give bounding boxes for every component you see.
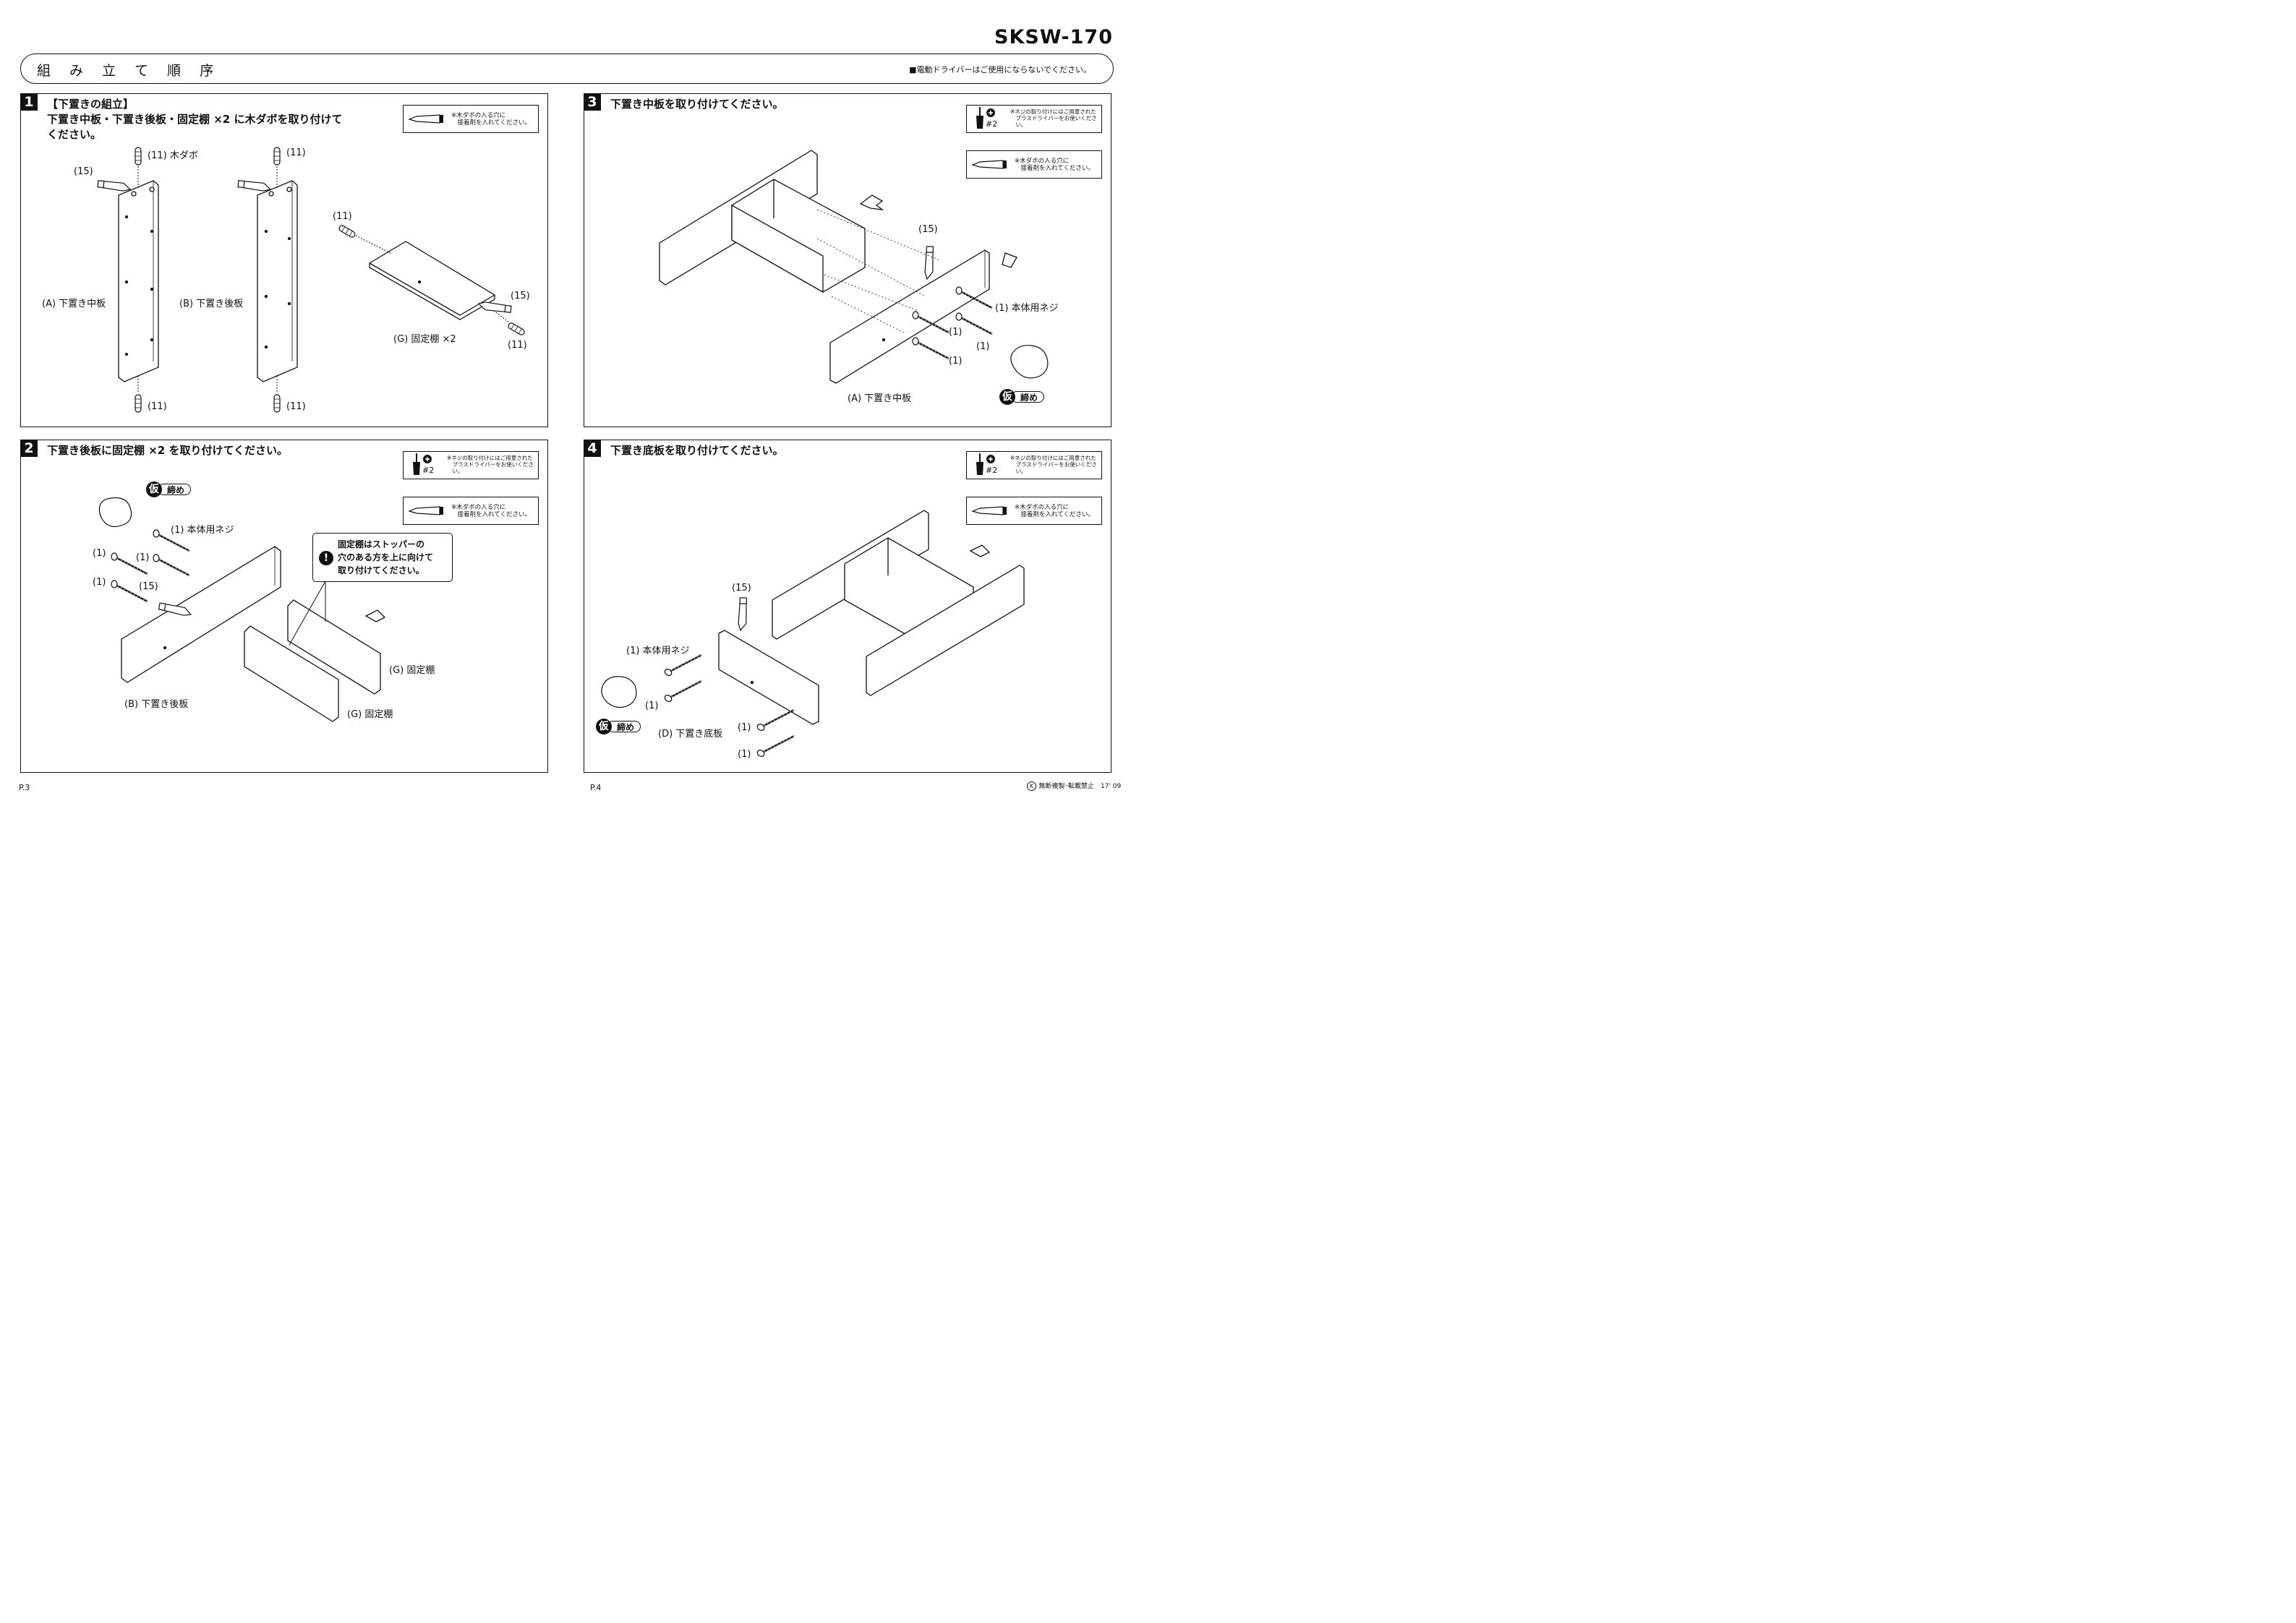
section-title: 組 み 立 て 順 序 [37,63,221,79]
screwdriver-note-box: #2 ※ネジの取り付けにはご用意された プラスドライバーをお使いくださ い。 [966,451,1102,479]
karijime-text: 締め [158,484,191,495]
driver-size: #2 [986,119,998,129]
step-number: 2 [20,440,38,457]
dowel-label: (11) [286,147,306,158]
glue-note-box: ※木ダボの入る穴に 接着剤を入れてください。 [403,497,539,525]
step-2-panel: 2 下置き後板に固定棚 ×2 を取り付けてください。 #2 ※ネジの取り付けには… [20,440,548,773]
step-title: 下置き中板を取り付けてください。 [610,98,784,111]
glue-label: (15) [74,166,93,177]
dowel-label: (11) [508,340,527,351]
glue-tube-icon [971,160,1007,169]
screwdriver-icon [976,107,995,129]
glue-note-text: ※木ダボの入る穴に 接着剤を入れてください。 [1015,158,1094,172]
board-d-label: (D) 下置き底板 [658,729,723,740]
glue-label: (15) [511,291,530,301]
board-b-label: (B) 下置き後板 [124,699,189,710]
glue-tube-icon [408,506,443,515]
screw-label: (1) [976,341,990,352]
step-number: 1 [20,93,38,111]
screwdriver-note-box: #2 ※ネジの取り付けにはご用意された プラスドライバーをお使いくださ い。 [966,105,1102,133]
screw-label: (1) 本体用ネジ [171,525,234,536]
board-a-label: (A) 下置き中板 [848,393,912,404]
glue-label: (15) [139,581,158,592]
screw-label: (1) [93,577,106,588]
step-title: 下置き後板に固定棚 ×2 を取り付けてください。 [47,444,289,457]
board-b-label: (B) 下置き後板 [179,299,244,309]
step-4-panel: 4 下置き底板を取り付けてください。 #2 ※ネジの取り付けにはご用意された プ… [584,440,1111,773]
karijime-text: 締め [607,721,641,732]
screwdriver-note-text: ※ネジの取り付けにはご用意された プラスドライバーをお使いくださ い。 [1010,455,1097,474]
model-number: SKSW-170 [994,26,1113,48]
glue-note-text: ※木ダボの入る穴に 接着剤を入れてください。 [1015,504,1094,518]
step-title: 下置き底板を取り付けてください。 [610,444,784,457]
glue-tube-icon [408,114,443,124]
glue-note-text: ※木ダボの入る穴に 接着剤を入れてください。 [451,112,531,127]
copyright-notice: K 無断複製･転載禁止 17' 09 [1027,781,1121,791]
step-3-panel: 3 下置き中板を取り付けてください。 #2 ※ネジの取り付けにはご用意された プ… [584,93,1111,427]
screw-label: (1) 本体用ネジ [995,303,1059,314]
screwdriver-icon [413,453,432,475]
dowel-label: (11) [148,401,167,412]
screw-label: (1) [738,722,751,733]
screw-label: (1) [949,356,963,367]
glue-note-box: ※木ダボの入る穴に 接着剤を入れてください。 [403,105,539,133]
screw-label: (1) [949,327,963,338]
driver-size: #2 [986,466,998,475]
step-number: 3 [584,93,601,111]
driver-size: #2 [422,466,435,475]
glue-note-box: ※木ダボの入る穴に 接着剤を入れてください。 [966,150,1102,179]
shelf-orientation-warning: ! 固定棚はストッパーの 穴のある方を上に向けて 取り付けてください。 [312,533,453,582]
screw-label: (1) 本体用ネジ [626,646,690,656]
screw-label: (1) [93,548,106,559]
screw-label: (1) [136,552,150,563]
temporary-tighten-badge: 仮 締め [999,389,1046,405]
glue-label: (15) [732,583,751,594]
page-number-left: P.3 [19,783,30,792]
temporary-tighten-badge: 仮 締め [146,481,192,497]
k-mark-icon: K [1027,781,1036,791]
dowel-label: (11) 木ダボ [148,150,198,161]
karijime-text: 締め [1011,391,1044,403]
glue-tube-icon [971,506,1007,515]
step-1-panel: 1 【下置きの組立】 下置き中板・下置き後板・固定棚 ×2 に木ダボを取り付けて… [20,93,548,427]
screw-label: (1) [645,701,659,711]
screwdriver-note-text: ※ネジの取り付けにはご用意された プラスドライバーをお使いくださ い。 [447,455,534,474]
shelf-g-label: (G) 固定棚 ×2 [393,334,456,345]
shelf-g-label: (G) 固定棚 [347,709,393,720]
page-number-right: P.4 [590,783,602,792]
warning-text: 固定棚はストッパーの 穴のある方を上に向けて 取り付けてください。 [338,539,434,575]
exclamation-icon: ! [319,551,333,565]
dowel-label: (11) [286,401,306,412]
screwdriver-note-text: ※ネジの取り付けにはご用意された プラスドライバーをお使いくださ い。 [1010,108,1097,128]
board-a-label: (A) 下置き中板 [42,299,106,309]
screwdriver-icon [976,453,995,475]
glue-note-text: ※木ダボの入る穴に 接着剤を入れてください。 [451,504,531,518]
glue-label: (15) [918,224,938,235]
step-number: 4 [584,440,601,457]
step-title: 【下置きの組立】 下置き中板・下置き後板・固定棚 ×2 に木ダボを取り付けて く… [47,98,343,141]
screw-label: (1) [738,749,751,760]
section-header: 組 み 立 て 順 序 ■電動ドライバーはご使用にならないでください。 [20,53,1114,84]
dowel-label: (11) [333,211,352,222]
power-driver-warning: ■電動ドライバーはご使用にならないでください。 [909,65,1091,74]
temporary-tighten-badge: 仮 締め [596,719,642,735]
copyright-text: 無断複製･転載禁止 17' 09 [1038,783,1122,790]
screwdriver-note-box: #2 ※ネジの取り付けにはご用意された プラスドライバーをお使いくださ い。 [403,451,539,479]
shelf-g-label: (G) 固定棚 [389,665,435,676]
glue-note-box: ※木ダボの入る穴に 接着剤を入れてください。 [966,497,1102,525]
